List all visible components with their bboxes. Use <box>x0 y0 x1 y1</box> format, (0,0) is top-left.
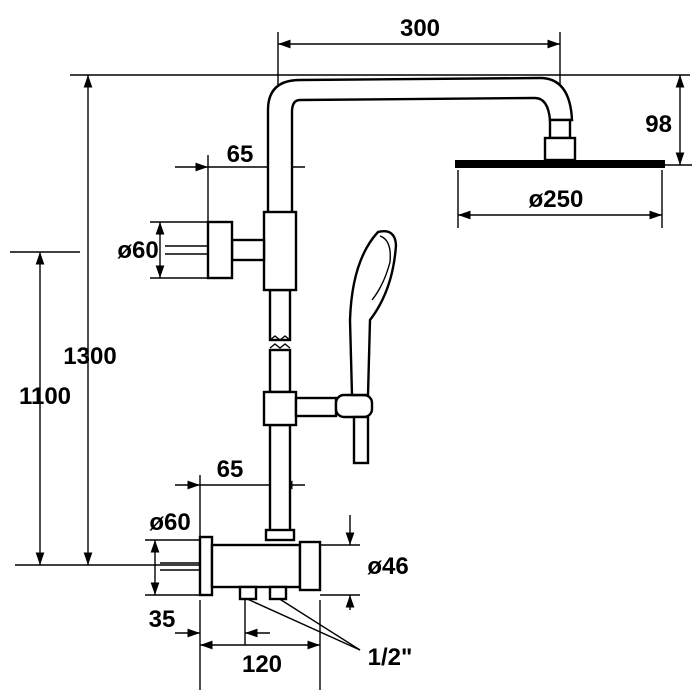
dimension-lines <box>35 39 685 651</box>
shower-arm <box>266 76 574 212</box>
dim-connection-spacing: 120 <box>242 651 282 678</box>
dim-arm-length: 300 <box>400 15 440 42</box>
dim-head-diameter: ø250 <box>529 186 584 213</box>
dim-total-height: 1300 <box>63 343 116 370</box>
shower-head <box>455 118 665 168</box>
hand-shower <box>348 230 398 465</box>
dim-lower-flange-diameter: ø60 <box>149 509 190 536</box>
hand-shower-slider <box>262 390 374 427</box>
dim-head-height: 98 <box>645 111 672 138</box>
dim-connection-size: 1/2" <box>368 644 413 671</box>
upper-wall-bracket <box>165 210 298 292</box>
riser-pipe <box>264 288 296 542</box>
thermostat-mixer <box>160 535 322 601</box>
dim-body-diameter: ø46 <box>367 553 408 580</box>
dim-upper-flange-diameter: ø60 <box>117 237 158 264</box>
dimension-labels: 300 98 65 ø60 ø250 1300 1100 65 ø60 ø46 … <box>19 15 672 678</box>
dim-lower-offset: 65 <box>217 456 244 483</box>
dim-upper-offset: 65 <box>227 141 254 168</box>
dim-mixer-height: 1100 <box>19 383 71 410</box>
dim-wall-offset: 35 <box>149 606 176 633</box>
